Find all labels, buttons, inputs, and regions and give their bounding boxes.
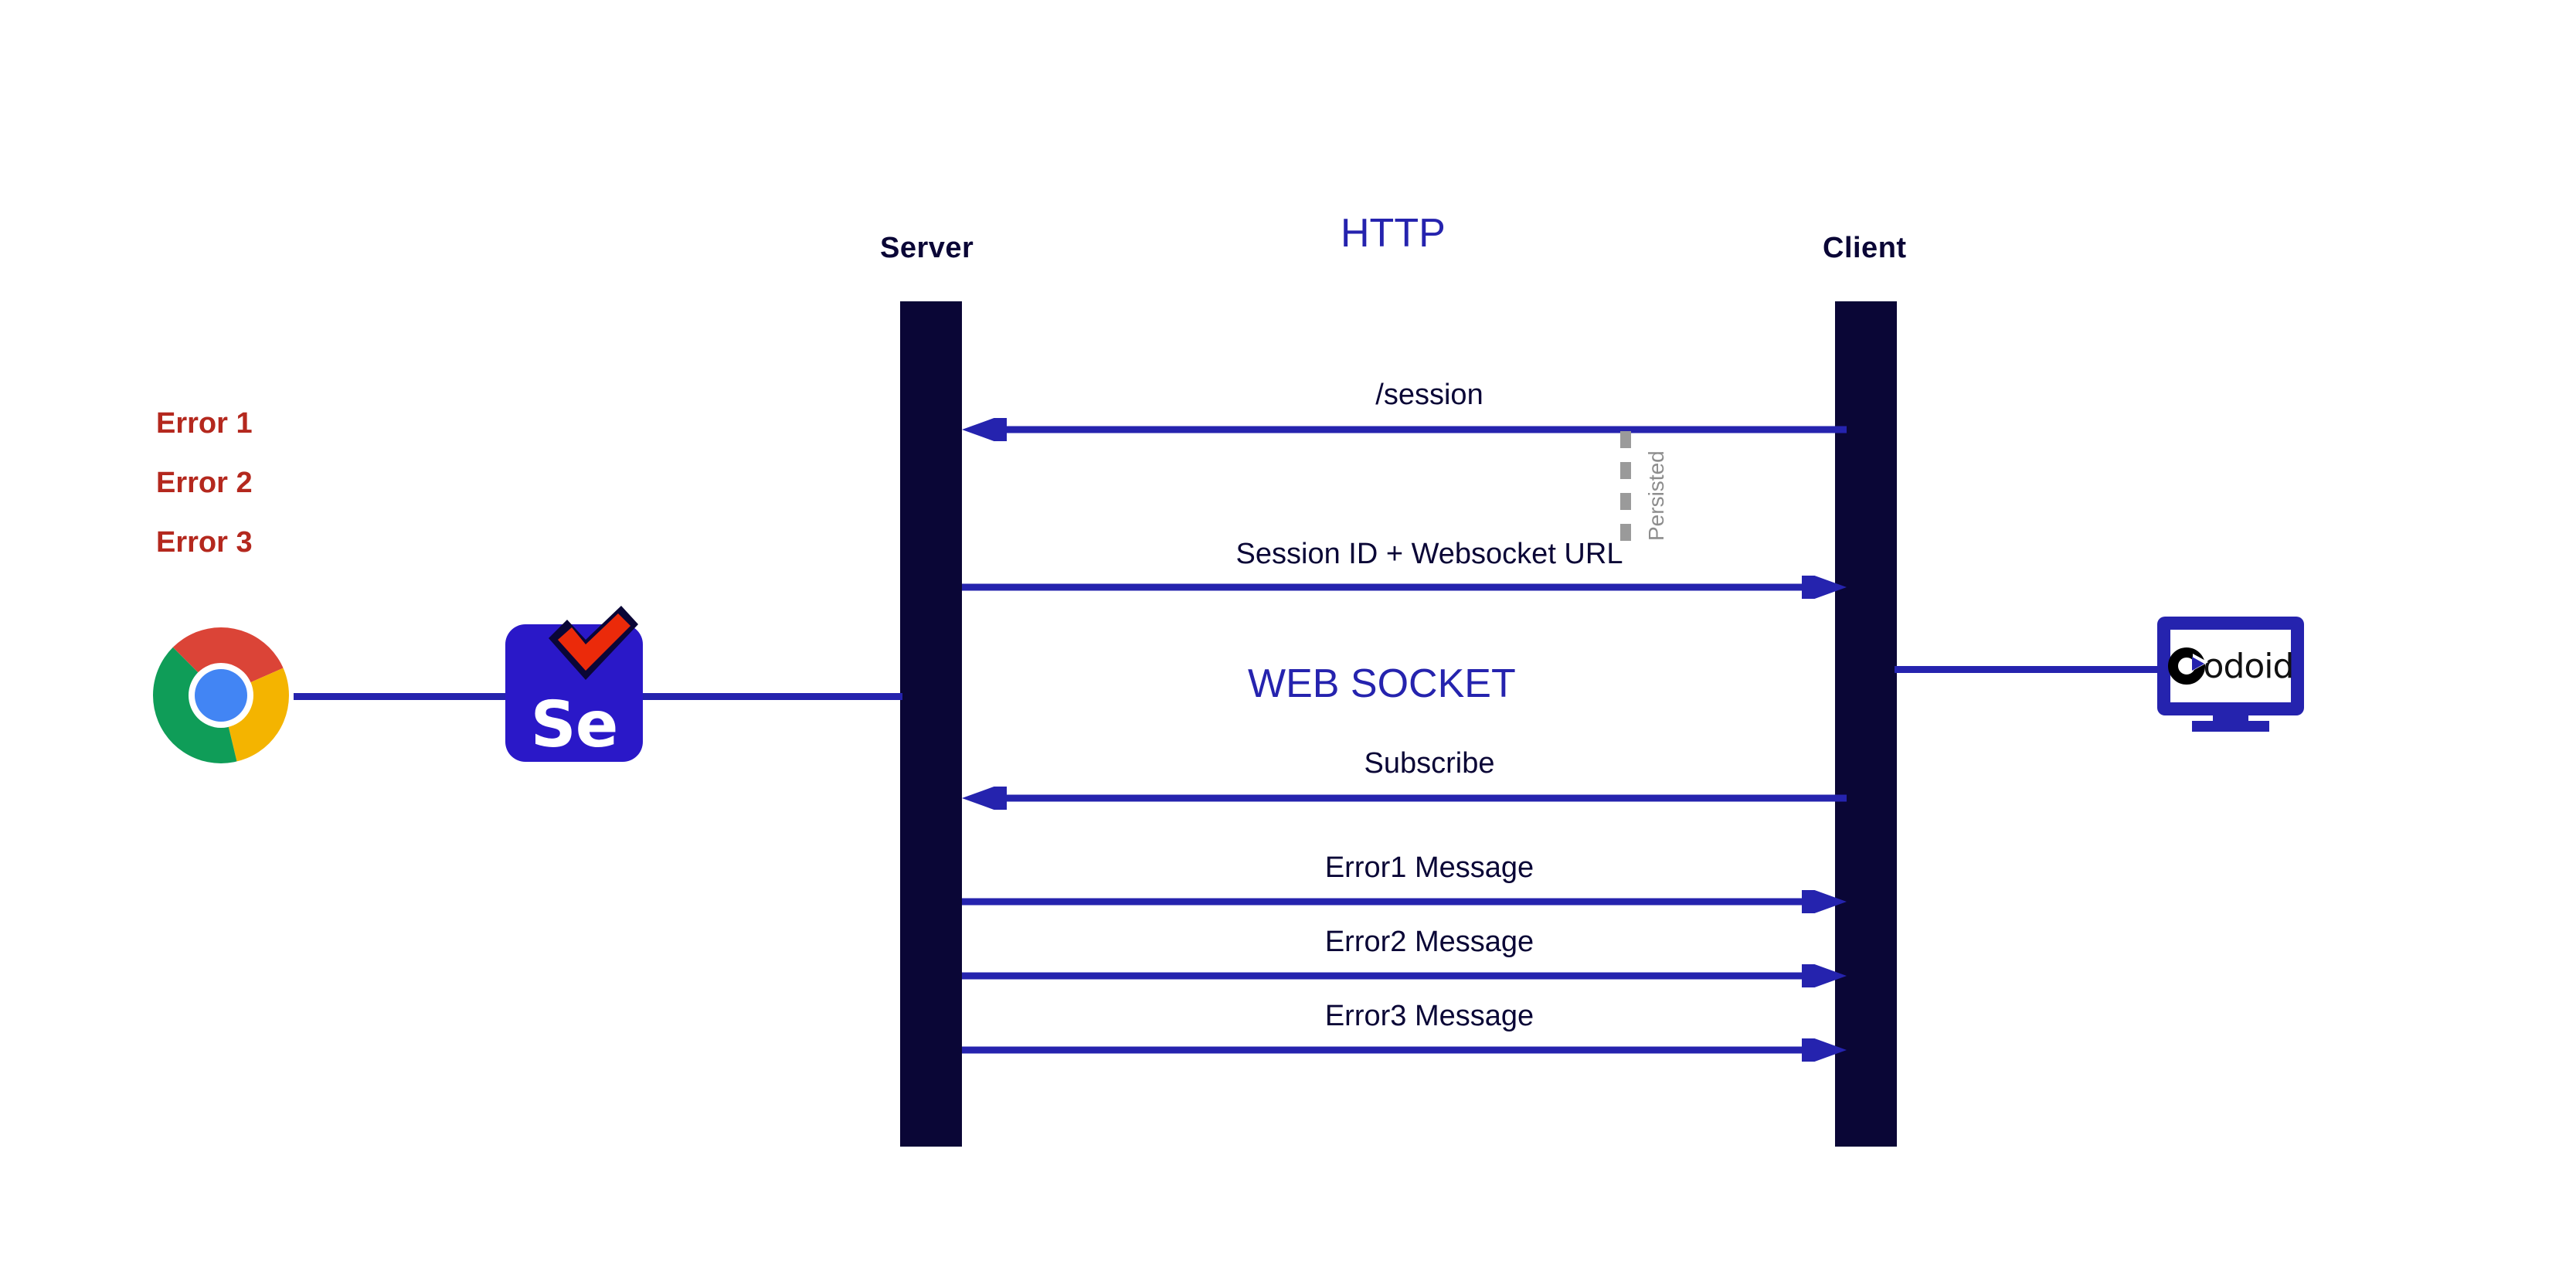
- message-label-session: /session: [1375, 379, 1483, 411]
- error-list-item-1: Error 1: [156, 407, 253, 440]
- message-arrow-error3: [962, 1038, 1847, 1062]
- selenium-icon: Se: [505, 606, 643, 762]
- codoid-monitor-icon: odoid: [2157, 617, 2304, 732]
- section-title-websocket: WEB SOCKET: [1248, 661, 1516, 706]
- codoid-play-arrow-icon: [2191, 657, 2204, 671]
- chrome-icon: [153, 627, 289, 763]
- lifeline-bar-client: [1835, 301, 1897, 1147]
- message-label-error1: Error1 Message: [1324, 851, 1534, 884]
- error-list-item-3: Error 3: [156, 526, 253, 559]
- participant-label-server: Server: [880, 232, 974, 264]
- selenium-checkmark-icon: [547, 606, 640, 691]
- message-label-subscribe: Subscribe: [1364, 747, 1495, 780]
- message-label-error3: Error3 Message: [1324, 1000, 1534, 1032]
- wire-chrome-to-selenium: [294, 693, 506, 700]
- message-arrow-error2: [962, 964, 1847, 987]
- message-arrow-error1: [962, 890, 1847, 913]
- message-label-session-id: Session ID + Websocket URL: [1235, 538, 1623, 570]
- message-label-error2: Error2 Message: [1324, 926, 1534, 958]
- wire-selenium-to-server: [643, 693, 902, 700]
- chrome-blue-core: [194, 668, 248, 722]
- persisted-dashed-line: [1620, 431, 1631, 541]
- participant-label-client: Client: [1823, 232, 1907, 264]
- wire-client-to-codoid: [1895, 666, 2157, 673]
- message-arrow-session-id: [962, 576, 1847, 599]
- message-arrow-session: [962, 418, 1847, 441]
- monitor-neck: [2213, 702, 2248, 722]
- message-arrow-subscribe: [962, 787, 1847, 810]
- codoid-c-mark: [2167, 647, 2208, 685]
- error-list-item-2: Error 2: [156, 467, 253, 499]
- persisted-label: Persisted: [1644, 450, 1668, 541]
- section-title-http: HTTP: [1341, 211, 1446, 256]
- lifeline-bar-server: [900, 301, 962, 1147]
- codoid-logo: odoid: [2167, 630, 2295, 702]
- codoid-wordmark: odoid: [2203, 646, 2295, 686]
- monitor-foot: [2192, 721, 2269, 732]
- selenium-logo-text: Se: [530, 688, 619, 762]
